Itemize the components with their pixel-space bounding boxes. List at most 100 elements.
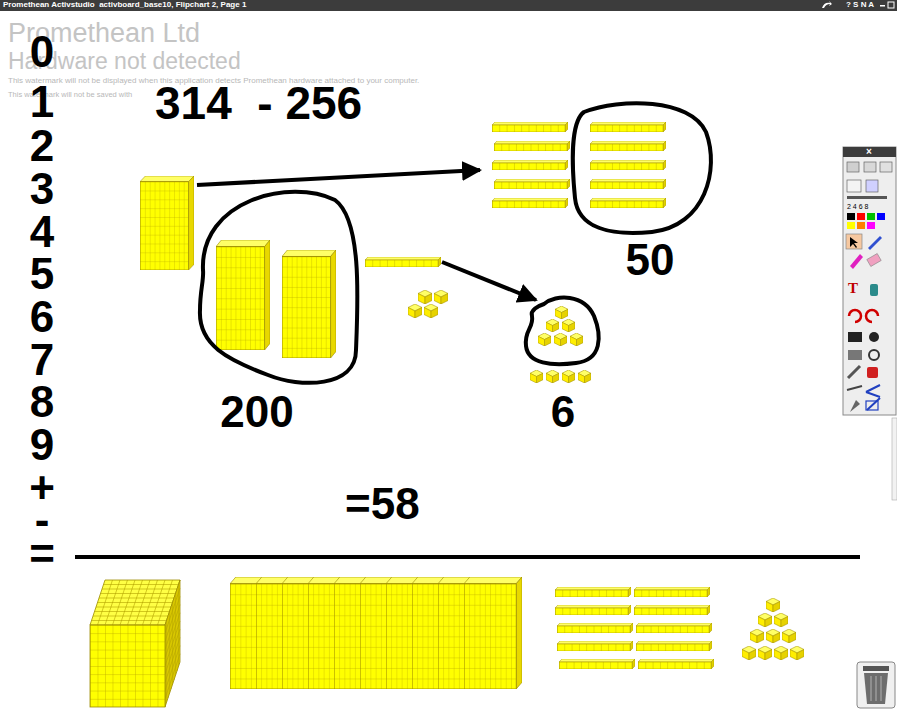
loop-outline [194,188,362,388]
unit-cube [418,290,432,304]
scroll-tab [892,418,897,500]
digit-key: 0 [30,30,54,74]
unit-cubes-group [530,306,591,383]
digit-key: 2 [30,124,54,168]
toolbar-panel [843,147,896,415]
ten-rod [492,160,568,170]
toolbar-icon [847,162,859,172]
watermark-note: This watermark will not be saved with [8,91,132,99]
digit-key: 8 [30,380,54,424]
digit-key: 1 [30,80,54,124]
title-bar [0,0,897,11]
unit-cube [774,613,788,627]
divider-line [75,555,860,559]
toolbar-icon [864,162,876,172]
magnifier-icon [869,350,879,360]
digit-key: 3 [30,167,54,211]
unit-cube [742,646,756,660]
cube-front [90,625,165,707]
cube-side [165,580,180,707]
redo-icon [822,1,832,8]
freehand-loop [526,298,599,365]
ten-rod [494,179,570,189]
ten-rod [590,179,666,189]
unit-cube [750,629,764,643]
ten-rods-tray [555,587,714,669]
line-tool-icon [867,398,880,410]
unit-cube [555,306,568,319]
circled-group: 50 [568,98,718,282]
toolbar [843,147,896,415]
color-swatch [867,222,875,229]
window-buttons: ? S N A [846,1,874,9]
ten-rod [492,198,568,208]
ten-rod [590,198,666,208]
unit-cube [546,370,559,383]
group-value: 200 [220,390,293,434]
trash-button [857,662,895,708]
loop-outline [568,98,718,238]
ten-rod [555,605,631,615]
tool-icon [847,386,862,390]
connector-tool-icon [866,385,880,397]
digit-key: 5 [30,252,54,296]
unit-cube [562,370,575,383]
unit-cube [766,629,780,643]
spotlight-icon [869,332,879,342]
hundred-flat [216,240,270,350]
digit-key: 6 [30,295,54,339]
unit-cube [774,646,788,660]
hundred-flat [140,176,194,270]
ten-rod [590,141,666,151]
pointer-icon [850,237,858,248]
unit-cube [408,304,422,318]
tools-icon [848,366,860,378]
color-swatch [857,213,865,220]
circled-group: 6 [520,294,606,434]
dice-icon [867,367,878,378]
exchange-arrow [442,262,536,300]
ten-rod [590,160,666,170]
unit-cube [790,646,804,660]
unit-cube [530,370,543,383]
tool-icon [848,350,862,360]
color-swatch [847,213,855,220]
pen-icon [868,236,882,250]
ten-rod [494,141,570,151]
unit-cube [758,646,772,660]
unit-cube [782,629,796,643]
select-tool-icon [846,234,862,249]
group-value: 6 [551,390,575,434]
highlighter-icon [850,254,863,269]
trash-body [864,673,888,704]
ten-rod [634,587,710,597]
ten-rods-group [492,122,666,208]
trash-lid [863,666,889,671]
toolbar-slider [847,196,887,199]
unit-cube [554,333,567,346]
minimize-icon [880,5,885,7]
hundred-flat [464,577,522,689]
ten-rod [559,659,635,669]
unit-cube [578,370,591,383]
hundred-flat [282,250,336,358]
tool-icon [850,400,860,412]
ten-rod [634,605,710,615]
toolbar-icon [866,180,878,192]
cube-top-grid [92,580,179,625]
trash-can [857,662,895,708]
shape-tool-icon [866,401,878,410]
unit-cube [546,319,559,332]
freehand-loop [573,103,711,233]
toolbar-header [843,147,896,157]
window-title: Promethean Activstudio activboard_base10… [3,1,246,9]
answer: =58 [345,482,420,526]
loop-outline [520,294,606,368]
ten-rod [557,623,633,633]
ten-rod [555,587,631,597]
color-swatch [877,213,885,220]
ten-rod [492,122,568,132]
unit-cube [424,304,438,318]
eraser-icon [867,254,881,267]
